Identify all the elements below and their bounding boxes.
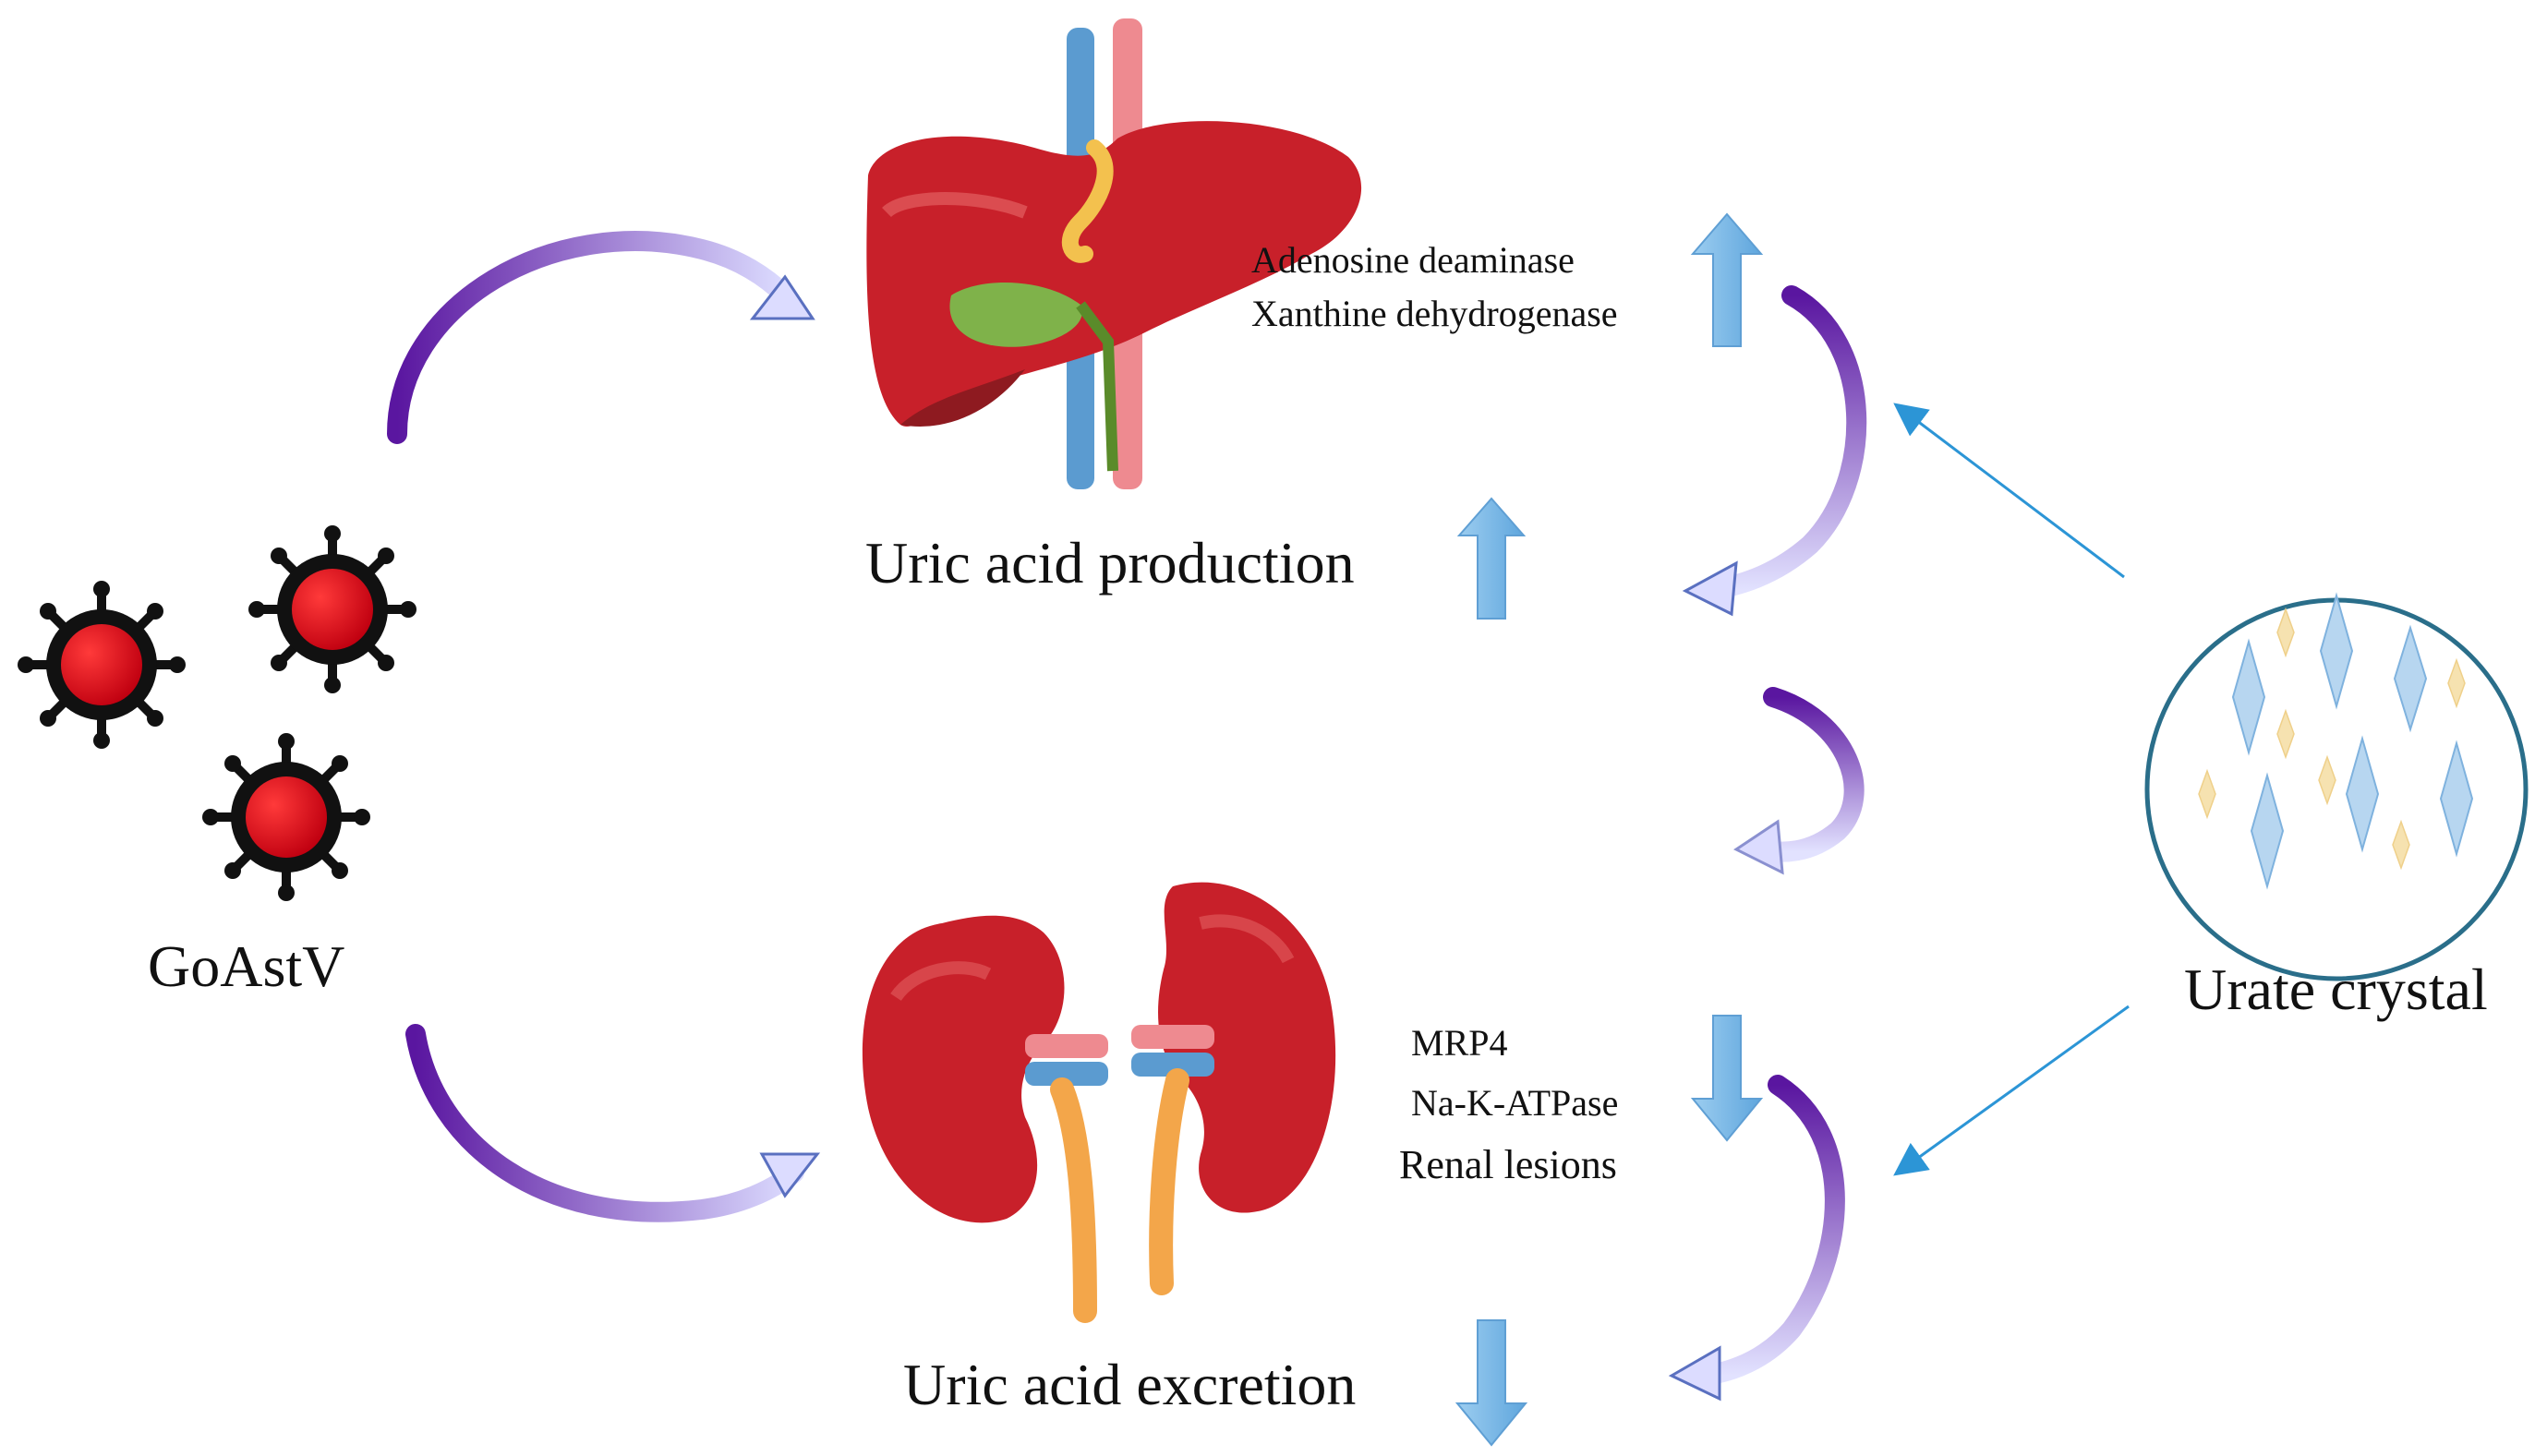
uric-acid-production-label: Uric acid production <box>865 530 1355 596</box>
virus-particle-top <box>248 525 416 693</box>
thin-arrow-crystal-to-kidney <box>1893 1005 2130 1176</box>
virus-particle-bottom <box>202 733 370 901</box>
thin-arrow-crystal-to-liver <box>1893 403 2125 579</box>
marker-label-na-k-atpase: Na-K-ATPase <box>1411 1082 1619 1124</box>
virus-label: GoAstV <box>148 933 345 999</box>
up-arrow-production <box>1456 497 1527 620</box>
down-arrow-excretion <box>1455 1319 1528 1447</box>
curved-arrow-markers-to-excretion <box>1668 1075 1845 1402</box>
down-arrow-markers <box>1690 1015 1764 1142</box>
marker-label-mrp4: MRP4 <box>1411 1022 1508 1064</box>
liver-illustration <box>866 18 1362 489</box>
urate-crystal-circle <box>2144 592 2529 981</box>
curved-arrow-virus-to-liver <box>387 231 815 444</box>
urate-crystal-label: Urate crystal <box>2184 957 2488 1022</box>
curved-arrow-virus-to-kidney <box>405 1024 821 1222</box>
curved-arrow-crystal-feedback <box>1733 687 1865 875</box>
curved-arrow-enzymes-to-production <box>1682 285 1867 617</box>
uric-acid-excretion-label: Uric acid excretion <box>903 1352 1357 1417</box>
virus-particle-left <box>18 581 186 749</box>
up-arrow-enzymes <box>1690 212 1764 347</box>
kidney-illustration <box>862 882 1336 1323</box>
enzyme-label-adenosine-deaminase: Adenosine deaminase <box>1251 239 1575 281</box>
enzyme-label-xanthine-dehydrogenase: Xanthine dehydrogenase <box>1251 293 1618 334</box>
renal-lesions-label: Renal lesions <box>1399 1142 1617 1187</box>
